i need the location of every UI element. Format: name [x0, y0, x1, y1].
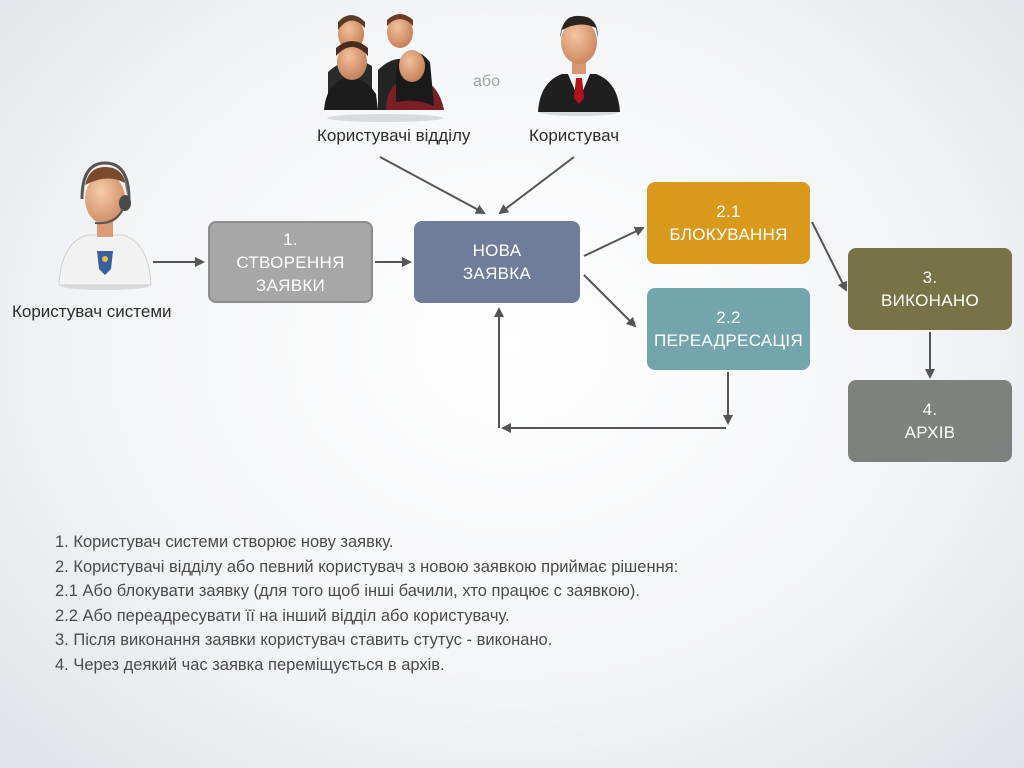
box-text: АРХІВ	[904, 423, 956, 442]
arrow-dept-users-to-new	[379, 156, 486, 214]
box-number: 4.	[922, 400, 938, 419]
box-number: 1.	[283, 229, 298, 249]
system-user-label: Користувач системи	[12, 302, 172, 321]
note-item: 2.1 Або блокувати заявку (для того щоб і…	[55, 582, 640, 601]
user-icon	[538, 15, 620, 116]
note-item: 2.2 Або переадресувати її на інший відді…	[55, 606, 510, 625]
department-users-icon	[324, 14, 444, 122]
arrow-new-to-block	[583, 226, 645, 257]
system-user-icon	[58, 161, 152, 290]
box-number: 2.1	[716, 202, 741, 221]
box-text: ПЕРЕАДРЕСАЦІЯ	[653, 331, 804, 350]
note-item: 4. Через деякий час заявка переміщується…	[55, 655, 445, 674]
blocking-box: 2.1 БЛОКУВАННЯ	[647, 182, 810, 264]
box-text: БЛОКУВАННЯ	[669, 225, 788, 244]
box-text: НОВА ЗАЯВКА	[462, 241, 532, 283]
archive-box: 4. АРХІВ	[848, 380, 1012, 462]
box-text: ВИКОНАНО	[880, 291, 979, 310]
arrow-new-to-redirect	[583, 274, 637, 328]
box-text: СТВОРЕННЯ ЗАЯВКИ	[236, 252, 345, 295]
arrow-user-to-new	[498, 156, 575, 215]
redirect-box: 2.2 ПЕРЕАДРЕСАЦІЯ	[647, 288, 810, 370]
note-item: 2. Користувачі відділу або певний корист…	[55, 557, 679, 576]
arrow-block-to-done	[811, 221, 847, 292]
note-item: 3. Після виконання заявки користувач ста…	[55, 631, 553, 650]
create-request-box: 1. СТВОРЕННЯ ЗАЯВКИ	[208, 221, 373, 303]
new-request-box: НОВА ЗАЯВКА	[414, 221, 580, 303]
notes-list: 1. Користувач системи створює нову заявк…	[55, 530, 678, 678]
box-number: 3.	[922, 268, 938, 287]
done-box: 3. ВИКОНАНО	[848, 248, 1012, 330]
or-label: або	[473, 73, 500, 90]
department-users-label: Користувачі відділу	[317, 126, 471, 145]
note-item: 1. Користувач системи створює нову заявк…	[55, 533, 394, 551]
box-number: 2.2	[716, 308, 741, 327]
user-label: Користувач	[529, 126, 620, 145]
